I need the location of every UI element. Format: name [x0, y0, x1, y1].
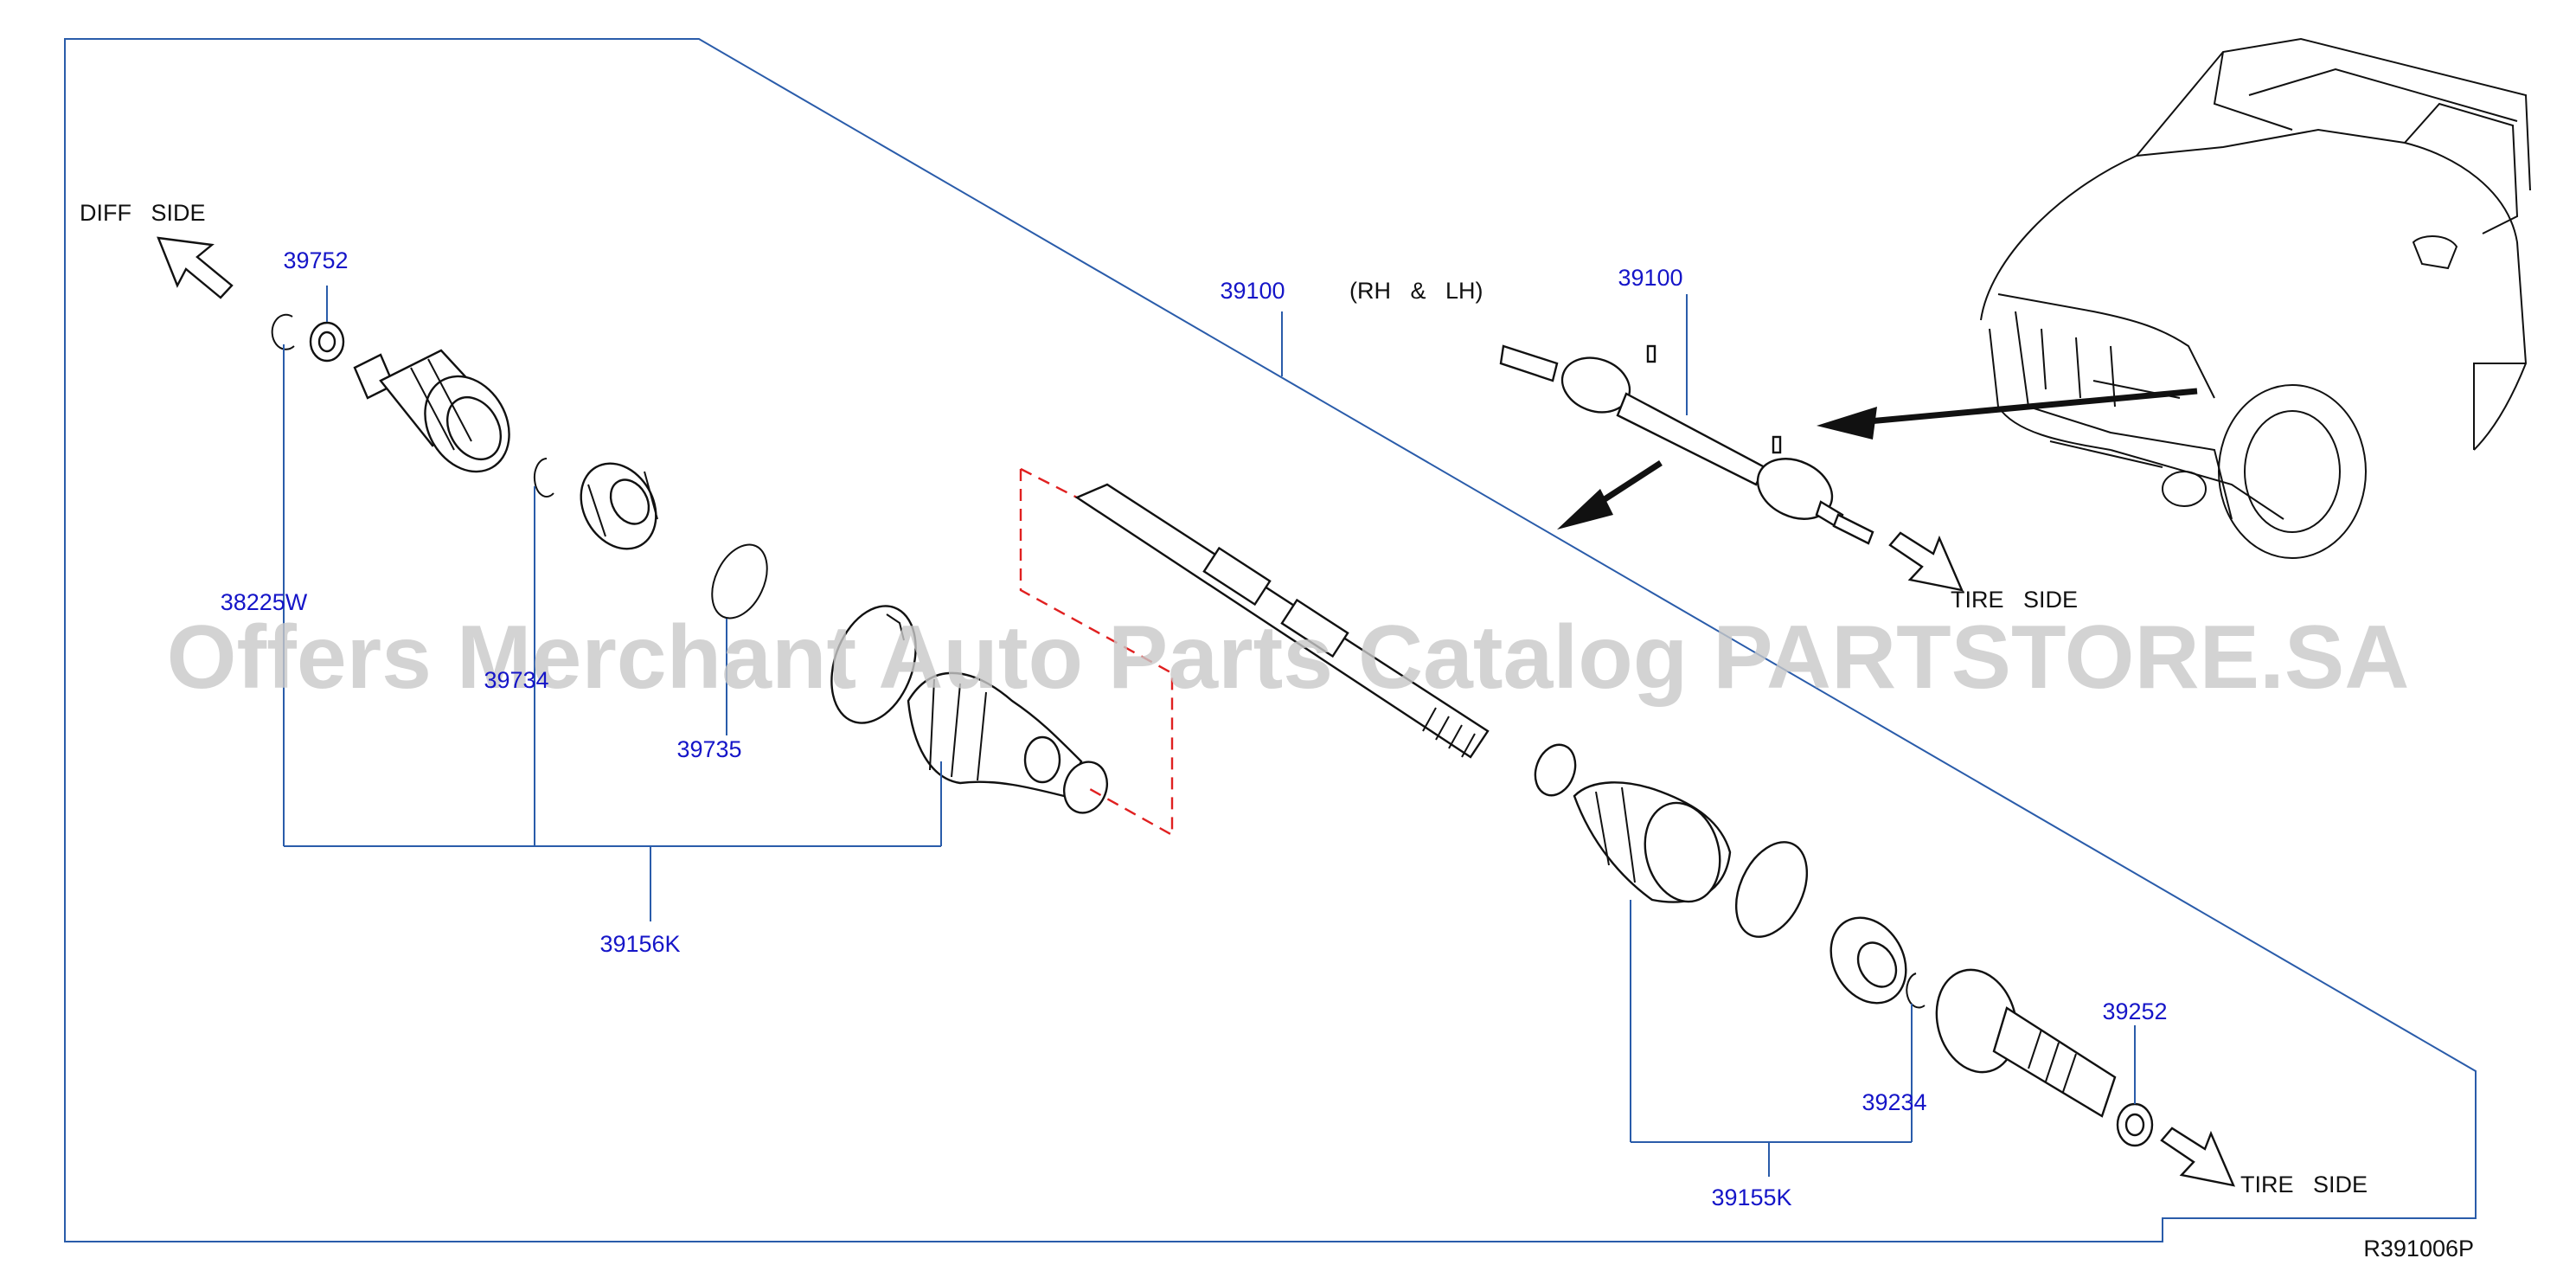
dashed-bracket: [1019, 469, 1174, 838]
truck-illustration: [1980, 37, 2531, 559]
part-number-39734[interactable]: 39734: [484, 667, 548, 693]
leader-lines: [283, 286, 2136, 1177]
inner-boot-band: [830, 605, 917, 724]
small-boot-band: [1063, 761, 1108, 814]
circlip-39735: [711, 543, 768, 620]
part-number-39100-assembly[interactable]: 39100: [1618, 265, 1682, 291]
assembled-drive-shaft: [1499, 344, 1874, 545]
part-number-38225w[interactable]: 38225W: [221, 589, 308, 615]
part-number-39100-main[interactable]: 39100: [1220, 278, 1285, 304]
part-number-39735[interactable]: 39735: [676, 736, 741, 762]
diff-side-arrow-icon: [157, 236, 234, 299]
inner-joint-housing: [353, 349, 510, 473]
rh-lh-label: (RH & LH): [1349, 278, 1483, 304]
diff-side-label: DIFF SIDE: [80, 200, 206, 226]
outer-boot: [1573, 781, 1732, 903]
watermark-text: Offers Merchant Auto Parts Catalog PARTS…: [167, 607, 2410, 708]
tire-side-upper-label: TIRE SIDE: [1951, 587, 2078, 613]
part-number-39252[interactable]: 39252: [2102, 998, 2167, 1024]
part-number-39156k[interactable]: 39156K: [599, 931, 680, 957]
part-number-39234[interactable]: 39234: [1862, 1089, 1926, 1115]
washer-39752: [309, 321, 345, 363]
tire-side-arrow-lower-icon: [2160, 1127, 2236, 1187]
outer-joint: [1935, 968, 2117, 1118]
arrow-to-parts-icon: [1557, 460, 1663, 530]
part-number-39155k[interactable]: 39155K: [1711, 1184, 1791, 1210]
reference-code: R391006P: [2363, 1236, 2474, 1262]
tire-side-arrow-upper-icon: [1888, 531, 1964, 592]
washer-39252: [2116, 1102, 2154, 1147]
snap-ring-39734: [533, 457, 554, 498]
diagram-frame: [64, 38, 2477, 1242]
spider-bearing: [580, 462, 658, 550]
snap-ring-38225w: [271, 313, 295, 350]
snap-ring-39234: [1906, 973, 1926, 1009]
part-number-39752[interactable]: 39752: [283, 247, 348, 273]
outer-bearing: [1829, 916, 1907, 1005]
drive-shaft: [1074, 483, 1490, 759]
outer-boot-band-small: [1534, 743, 1577, 797]
outer-boot-band-large: [1734, 841, 1809, 938]
tire-side-lower-label: TIRE SIDE: [2240, 1172, 2368, 1197]
